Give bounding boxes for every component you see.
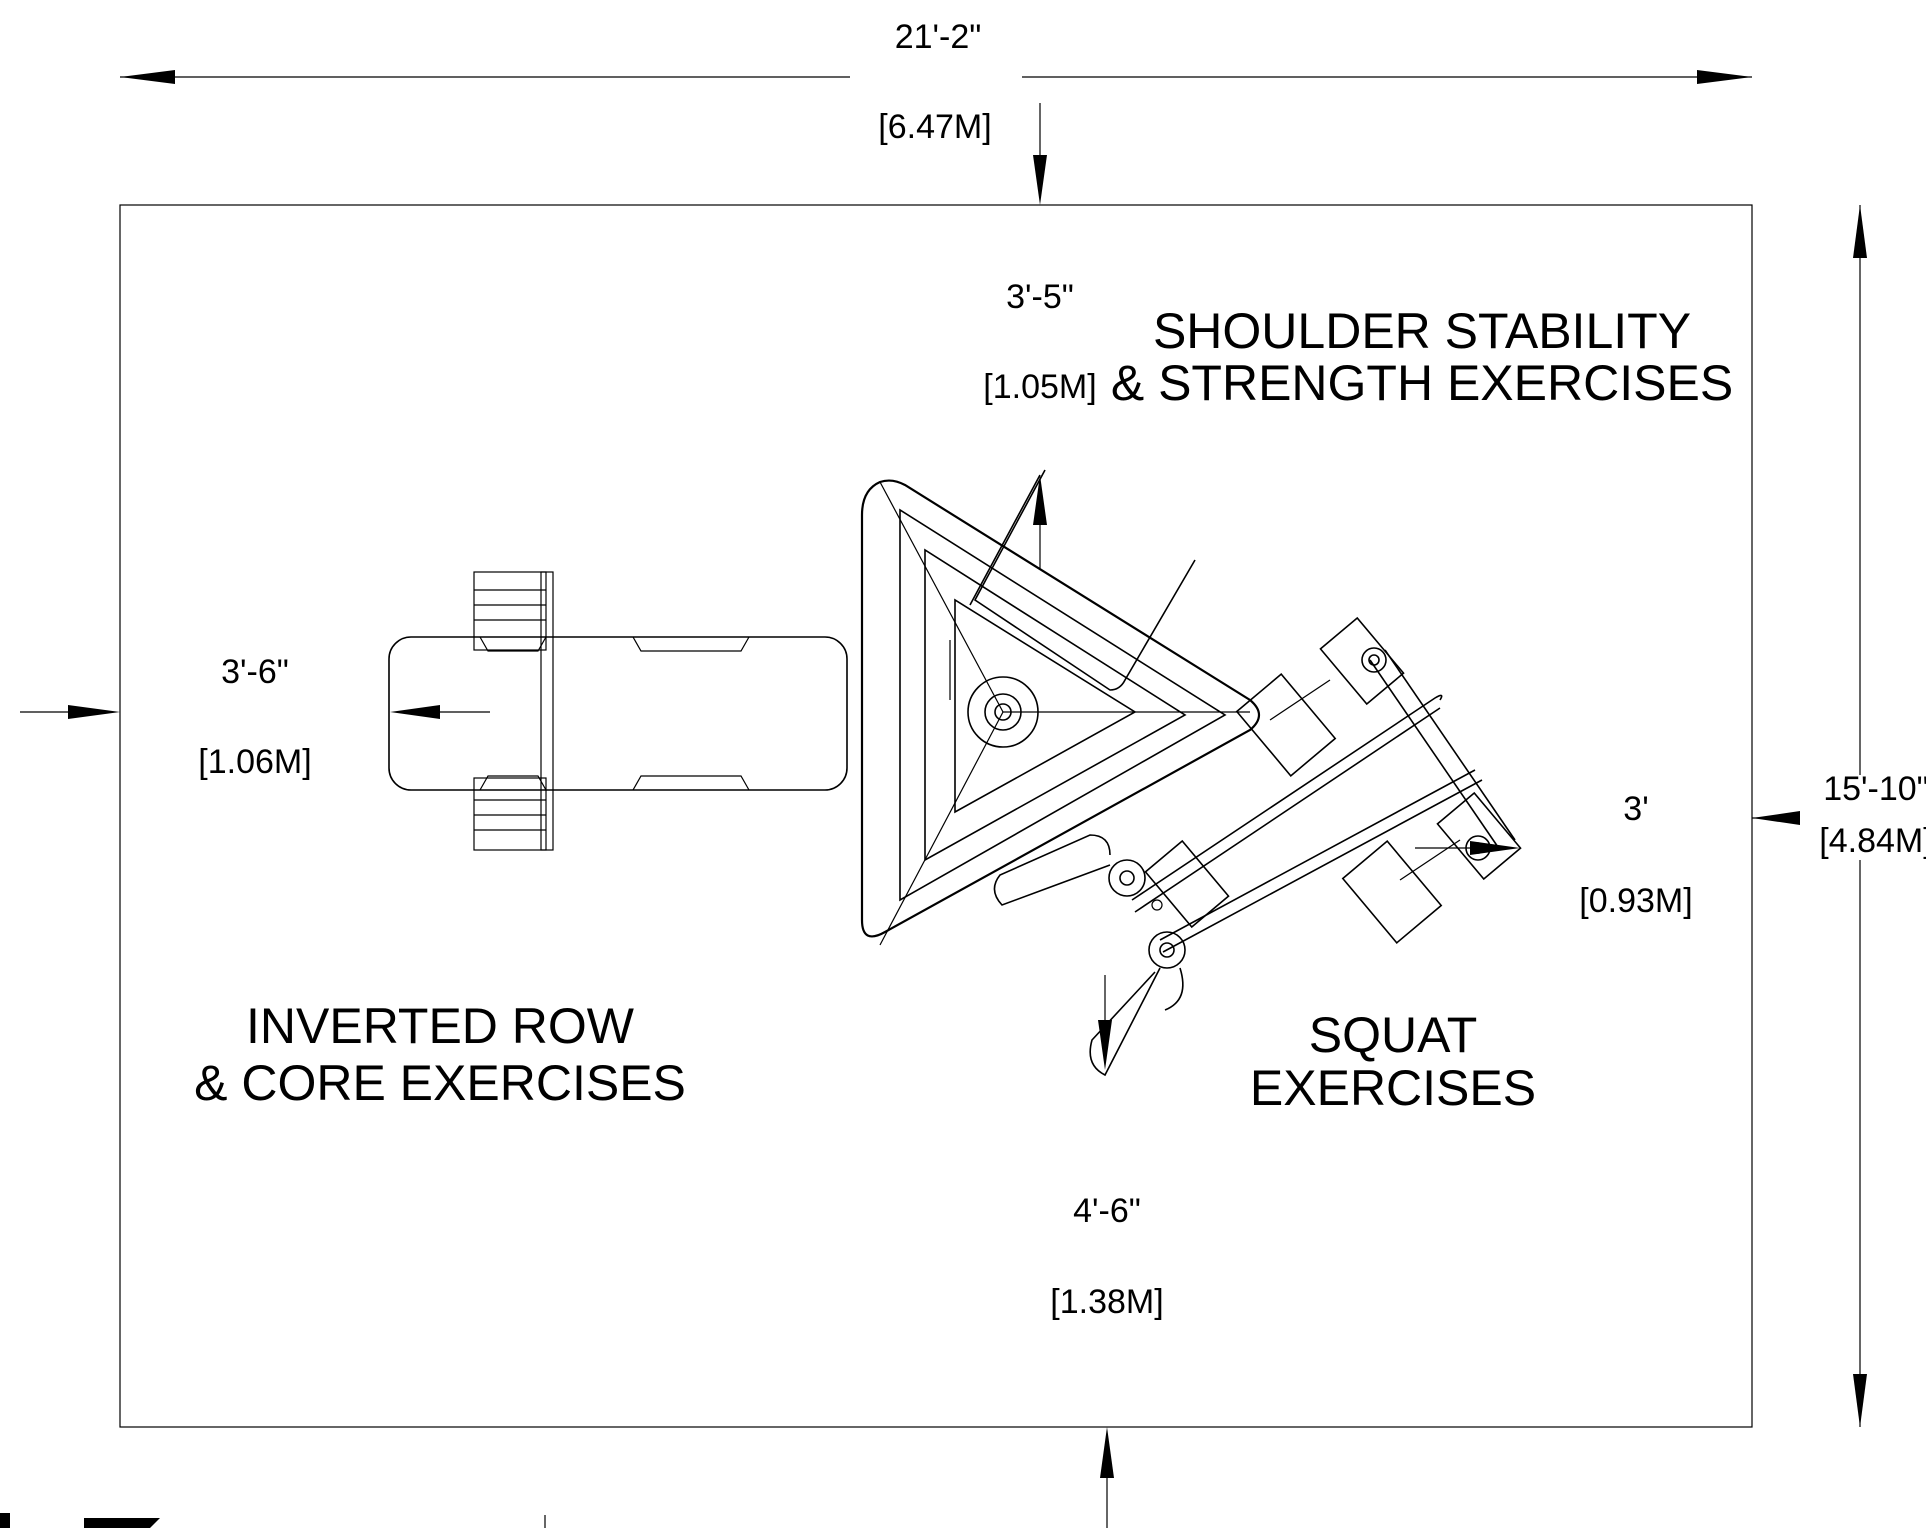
top-clearance-arrow — [1033, 103, 1047, 205]
use-zone-boundary — [119, 204, 1753, 1428]
zone-row-line2: & CORE EXERCISES — [194, 1055, 686, 1111]
overall-depth-m: [4.84M] — [1819, 822, 1926, 860]
clear-left-m: [1.06M] — [198, 743, 311, 781]
squat-equipment — [993, 616, 1522, 1077]
left-clearance-arrow — [20, 705, 120, 719]
clear-top-m: [1.05M] — [983, 368, 1096, 406]
clear-bottom-m: [1.38M] — [1050, 1283, 1163, 1321]
overall-width-m: [6.47M] — [878, 108, 991, 146]
clear-left-ft: 3'-6" — [221, 653, 289, 691]
shoulder-triangle-equipment — [860, 469, 1261, 946]
overall-depth-dimension: 15'-10" [4.84M] — [1819, 205, 1926, 1427]
right-clearance-arrow — [1752, 811, 1800, 825]
clear-top-ft: 3'-5" — [1006, 278, 1074, 316]
clear-bottom-ft: 4'-6" — [1073, 1192, 1141, 1230]
bottom-clearance-arrow — [1100, 1427, 1114, 1528]
overall-depth-ft: 15'-10" — [1823, 770, 1926, 808]
zone-squat-line2: EXERCISES — [1250, 1060, 1536, 1116]
overall-width-ft: 21'-2" — [895, 18, 982, 56]
inverted-row-bench-equipment — [388, 571, 848, 851]
overall-width-dimension: 21'-2" [6.47M] — [120, 18, 1752, 146]
zone-shoulder-line2: & STRENGTH EXERCISES — [1111, 355, 1733, 411]
clear-right-ft: 3' — [1623, 790, 1648, 828]
zone-shoulder-line1: SHOULDER STABILITY — [1153, 303, 1691, 359]
zone-squat-line1: SQUAT — [1309, 1007, 1478, 1063]
clear-right-m: [0.93M] — [1579, 882, 1692, 920]
zone-row-line1: INVERTED ROW — [246, 998, 635, 1054]
north-marker — [0, 1513, 546, 1528]
